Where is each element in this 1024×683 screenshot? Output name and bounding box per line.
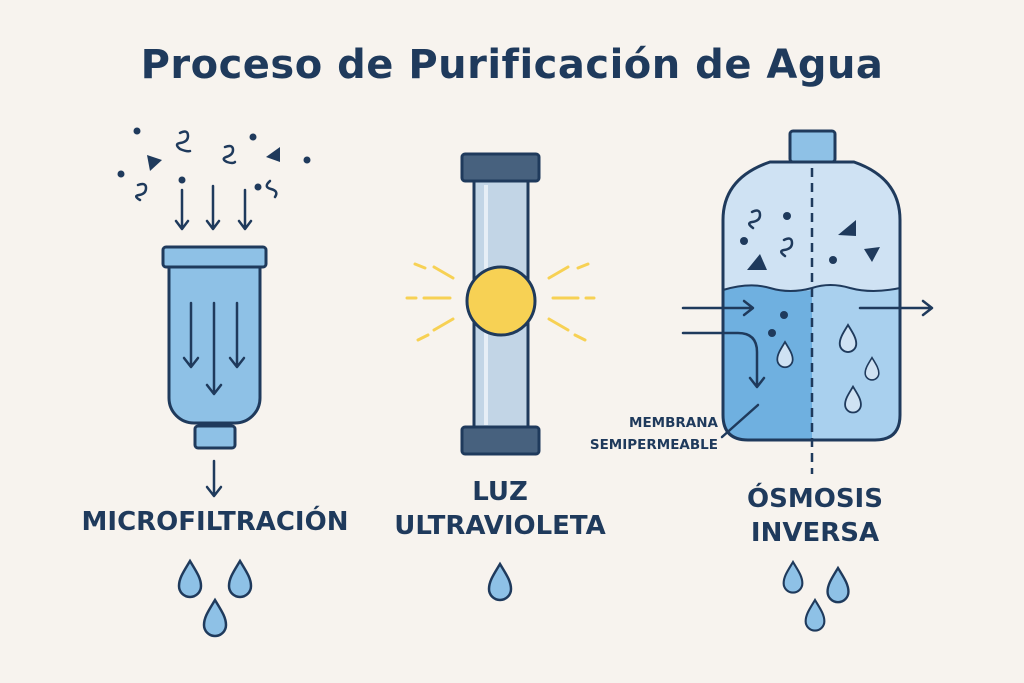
water-drops-osmosis	[782, 560, 850, 632]
stage-label-osmosis: ÓSMOSIS INVERSA	[690, 482, 940, 550]
stage-label-osmosis-line2: INVERSA	[750, 518, 880, 548]
uv-rays	[405, 262, 596, 342]
stage-label-uv-line1: LUZ	[472, 477, 528, 507]
water-drops-uv	[487, 562, 513, 602]
membrane-label: MEMBRANA SEMIPERMEABLE	[540, 412, 718, 456]
page-title: Proceso de Purificación de Agua	[140, 42, 884, 88]
membrane-label-line1: MEMBRANA	[629, 415, 718, 431]
water-drops-microfiltracion	[177, 559, 253, 638]
membrane-label-line2: SEMIPERMEABLE	[589, 437, 718, 453]
uv-light-source-icon	[465, 265, 537, 337]
stage-label-uv-line2: ULTRAVIOLETA	[394, 511, 606, 541]
stage-label-uv: LUZ ULTRAVIOLETA	[360, 475, 640, 543]
contaminant-particles	[117, 127, 311, 202]
stage-label-osmosis-line1: ÓSMOSIS	[747, 484, 883, 514]
water-jug-membrane-icon	[681, 129, 934, 474]
inflow-arrows	[174, 184, 253, 231]
filter-cartridge-icon	[161, 245, 268, 498]
stage-label-microfiltracion: MICROFILTRACIÓN	[81, 507, 349, 537]
